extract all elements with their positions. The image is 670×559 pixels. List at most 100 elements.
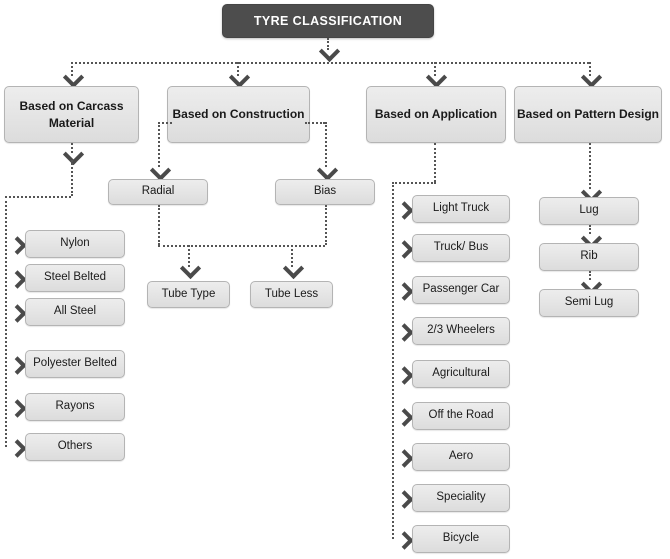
leaf-node-application-6-label: Aero: [448, 450, 474, 463]
arrow-carcass-item-1-icon: [8, 270, 27, 289]
arrow-bias-icon: [316, 159, 339, 182]
arrow-tube-less-icon: [282, 257, 305, 280]
leaf-node-carcass-0-label: Nylon: [60, 237, 90, 250]
leaf-node-application-6[interactable]: Aero: [412, 443, 510, 471]
leaf-node-application-0-label: Light Truck: [432, 202, 490, 215]
connector-bias-down: [325, 205, 327, 245]
leaf-node-carcass-5[interactable]: Others: [25, 433, 125, 461]
leaf-node-application-3[interactable]: 2/3 Wheelers: [412, 317, 510, 345]
connector-distribution-bar: [71, 62, 589, 64]
leaf-node-carcass-4-label: Rayons: [55, 400, 95, 413]
connector-drop-application: [434, 62, 436, 76]
arrow-application-item-3-icon: [395, 323, 414, 342]
node-construction-radial[interactable]: Radial: [108, 179, 208, 205]
connector-rib-to-semi-lug: [589, 271, 591, 280]
arrow-application-item-2-icon: [395, 282, 414, 301]
connector-carcass-stem-a: [71, 143, 73, 153]
arrow-carcass-item-5-icon: [8, 439, 27, 458]
connector-drop-construction: [237, 62, 239, 76]
branch-node-pattern[interactable]: Based on Pattern Design: [514, 86, 662, 143]
leaf-node-application-0[interactable]: Light Truck: [412, 195, 510, 223]
leaf-node-application-2[interactable]: Passenger Car: [412, 276, 510, 304]
node-pattern-2-label: Semi Lug: [564, 296, 614, 309]
node-pattern-2[interactable]: Semi Lug: [539, 289, 639, 317]
node-construction-bias-label: Bias: [313, 185, 337, 198]
leaf-node-carcass-2[interactable]: All Steel: [25, 298, 125, 326]
leaf-node-carcass-3-label: Polyester Belted: [33, 357, 117, 370]
arrow-carcass-stem-icon: [62, 143, 85, 166]
leaf-node-carcass-1[interactable]: Steel Belted: [25, 264, 125, 292]
arrow-application-item-8-icon: [395, 531, 414, 550]
branch-node-construction-label: Based on Construction: [172, 107, 305, 122]
arrow-application-item-0-icon: [395, 201, 414, 220]
connector-construction-left-drop: [158, 122, 160, 167]
connector-application-elbow: [392, 182, 436, 184]
connector-construction-right-tap: [305, 122, 325, 124]
leaf-node-application-1[interactable]: Truck/ Bus: [412, 234, 510, 262]
connector-radial-down: [158, 205, 160, 245]
arrow-pattern-icon: [580, 66, 603, 89]
connector-lug-to-rib: [589, 225, 591, 234]
arrow-carcass-item-3-icon: [8, 356, 27, 375]
connector-construction-left-tap: [158, 122, 172, 124]
node-pattern-1[interactable]: Rib: [539, 243, 639, 271]
connector-pattern-stem: [589, 143, 591, 189]
leaf-node-carcass-1-label: Steel Belted: [43, 271, 106, 284]
connector-construction-bus: [158, 245, 325, 247]
node-construction-tube-less[interactable]: Tube Less: [250, 281, 333, 308]
leaf-node-carcass-4[interactable]: Rayons: [25, 393, 125, 421]
root-node-label: TYRE CLASSIFICATION: [253, 14, 403, 28]
node-pattern-0-label: Lug: [579, 204, 599, 217]
arrow-carcass-icon: [62, 66, 85, 89]
leaf-node-application-4[interactable]: Agricultural: [412, 360, 510, 388]
connector-root-stem: [327, 38, 329, 50]
node-pattern-0[interactable]: Lug: [539, 197, 639, 225]
root-node-tyre-classification[interactable]: TYRE CLASSIFICATION: [222, 4, 434, 38]
connector-application-spine: [392, 182, 394, 539]
connector-drop-pattern: [589, 62, 591, 76]
arrow-radial-icon: [149, 159, 172, 182]
leaf-node-application-1-label: Truck/ Bus: [433, 241, 489, 254]
branch-node-carcass[interactable]: Based on Carcass Material: [4, 86, 139, 143]
leaf-node-carcass-0[interactable]: Nylon: [25, 230, 125, 258]
leaf-node-application-4-label: Agricultural: [432, 367, 490, 380]
branch-node-carcass-label: Based on Carcass Material: [19, 99, 124, 130]
leaf-node-carcass-2-label: All Steel: [53, 305, 97, 318]
node-construction-tube-type[interactable]: Tube Type: [147, 281, 230, 308]
node-construction-tube-less-label: Tube Less: [264, 287, 319, 300]
arrow-root-stem-icon: [318, 40, 341, 63]
node-construction-radial-label: Radial: [141, 185, 175, 198]
branch-node-application-label: Based on Application: [374, 107, 498, 122]
arrow-application-item-7-icon: [395, 490, 414, 509]
leaf-node-application-7-label: Speciality: [436, 491, 486, 504]
leaf-node-application-8-label: Bicycle: [442, 532, 480, 545]
leaf-node-application-3-label: 2/3 Wheelers: [427, 324, 495, 337]
arrow-application-item-4-icon: [395, 366, 414, 385]
branch-node-construction[interactable]: Based on Construction: [167, 86, 310, 143]
connector-construction-right-drop: [325, 122, 327, 167]
node-construction-tube-type-label: Tube Type: [161, 287, 216, 300]
leaf-node-application-7[interactable]: Speciality: [412, 484, 510, 512]
node-pattern-1-label: Rib: [580, 250, 598, 263]
leaf-node-application-5-label: Off the Road: [428, 409, 494, 422]
leaf-node-application-5[interactable]: Off the Road: [412, 402, 510, 430]
leaf-node-application-8[interactable]: Bicycle: [412, 525, 510, 553]
leaf-node-application-2-label: Passenger Car: [422, 283, 500, 296]
leaf-node-carcass-3[interactable]: Polyester Belted: [25, 350, 125, 378]
arrow-application-item-1-icon: [395, 240, 414, 259]
branch-node-application[interactable]: Based on Application: [366, 86, 506, 143]
connector-tube-type-drop: [188, 245, 190, 267]
arrow-construction-icon: [228, 66, 251, 89]
arrow-application-item-5-icon: [395, 408, 414, 427]
leaf-node-carcass-5-label: Others: [57, 440, 93, 453]
connector-tube-less-drop: [291, 245, 293, 267]
arrow-carcass-item-4-icon: [8, 399, 27, 418]
node-construction-bias[interactable]: Bias: [275, 179, 375, 205]
arrow-application-item-6-icon: [395, 449, 414, 468]
arrow-carcass-item-0-icon: [8, 236, 27, 255]
connector-carcass-stem-b: [71, 160, 73, 196]
arrow-carcass-item-2-icon: [8, 304, 27, 323]
branch-node-pattern-label: Based on Pattern Design: [516, 107, 660, 122]
connector-carcass-spine: [5, 196, 7, 447]
